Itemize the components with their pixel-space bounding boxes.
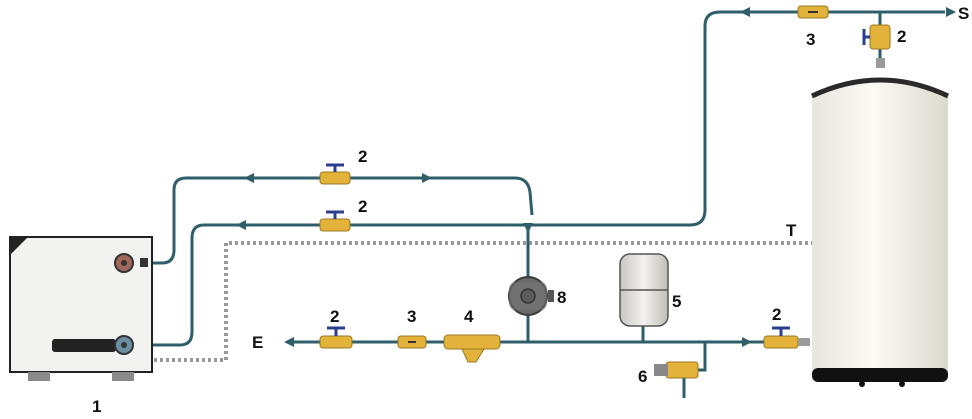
heat-source-unit — [9, 236, 153, 381]
circulation-pump — [508, 276, 554, 316]
label-valve-tank-top: 2 — [897, 27, 906, 46]
flow-arrows — [236, 7, 956, 347]
ball-valve-tank-inlet — [763, 326, 810, 349]
expansion-tank — [619, 253, 669, 327]
ball-valve-inlet — [319, 326, 353, 349]
label-check-valve-outlet: 3 — [806, 30, 815, 49]
check-valve-inlet — [397, 335, 427, 349]
ball-valve-upper — [319, 163, 351, 185]
label-valve-tank-inlet: 2 — [772, 305, 781, 324]
ball-valve-tank-top — [862, 24, 891, 50]
label-inlet: E — [252, 333, 263, 352]
label-sensor: T — [786, 221, 797, 240]
ball-valve-middle — [319, 210, 351, 232]
label-safety-valve: 6 — [638, 367, 647, 386]
check-valve-outlet — [797, 5, 829, 19]
label-outlet: S — [958, 4, 969, 23]
label-expansion-tank: 5 — [672, 292, 681, 311]
label-valve-middle: 2 — [358, 197, 367, 216]
label-pump: 8 — [557, 288, 566, 307]
safety-valve — [654, 361, 699, 398]
pipe-network — [124, 10, 945, 372]
label-unit: 1 — [92, 397, 101, 416]
label-check-valve-inlet: 3 — [407, 307, 416, 326]
label-filter: 4 — [464, 307, 474, 326]
label-valve-upper: 2 — [358, 147, 367, 166]
label-valve-inlet: 2 — [330, 307, 339, 326]
sensor-cable — [154, 241, 820, 362]
storage-tank — [810, 58, 950, 387]
y-filter — [443, 334, 501, 363]
